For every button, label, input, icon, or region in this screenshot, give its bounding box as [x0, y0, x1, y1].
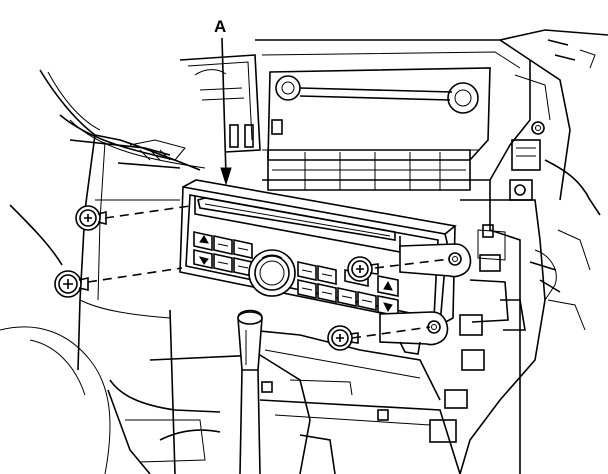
mounting-screw-2 [54, 270, 89, 298]
alignment-line-2 [87, 267, 183, 283]
mounting-screw-4 [327, 325, 359, 351]
callout-a-label: A [214, 17, 226, 36]
lower-console [107, 309, 461, 474]
alignment-line-3 [374, 258, 451, 269]
alignment-line-4 [351, 326, 431, 339]
shift-lever [237, 309, 263, 474]
mounting-screw-1 [75, 205, 107, 231]
alignment-line-1 [104, 205, 191, 219]
center-stack-frame [429, 29, 608, 474]
mounting-bracket-lower [379, 311, 449, 355]
callout-a: A [214, 17, 232, 186]
alignment-lines [87, 205, 451, 339]
mounting-screw-3 [347, 256, 379, 282]
upper-dashboard [179, 39, 531, 191]
left-console-trim [0, 69, 206, 474]
